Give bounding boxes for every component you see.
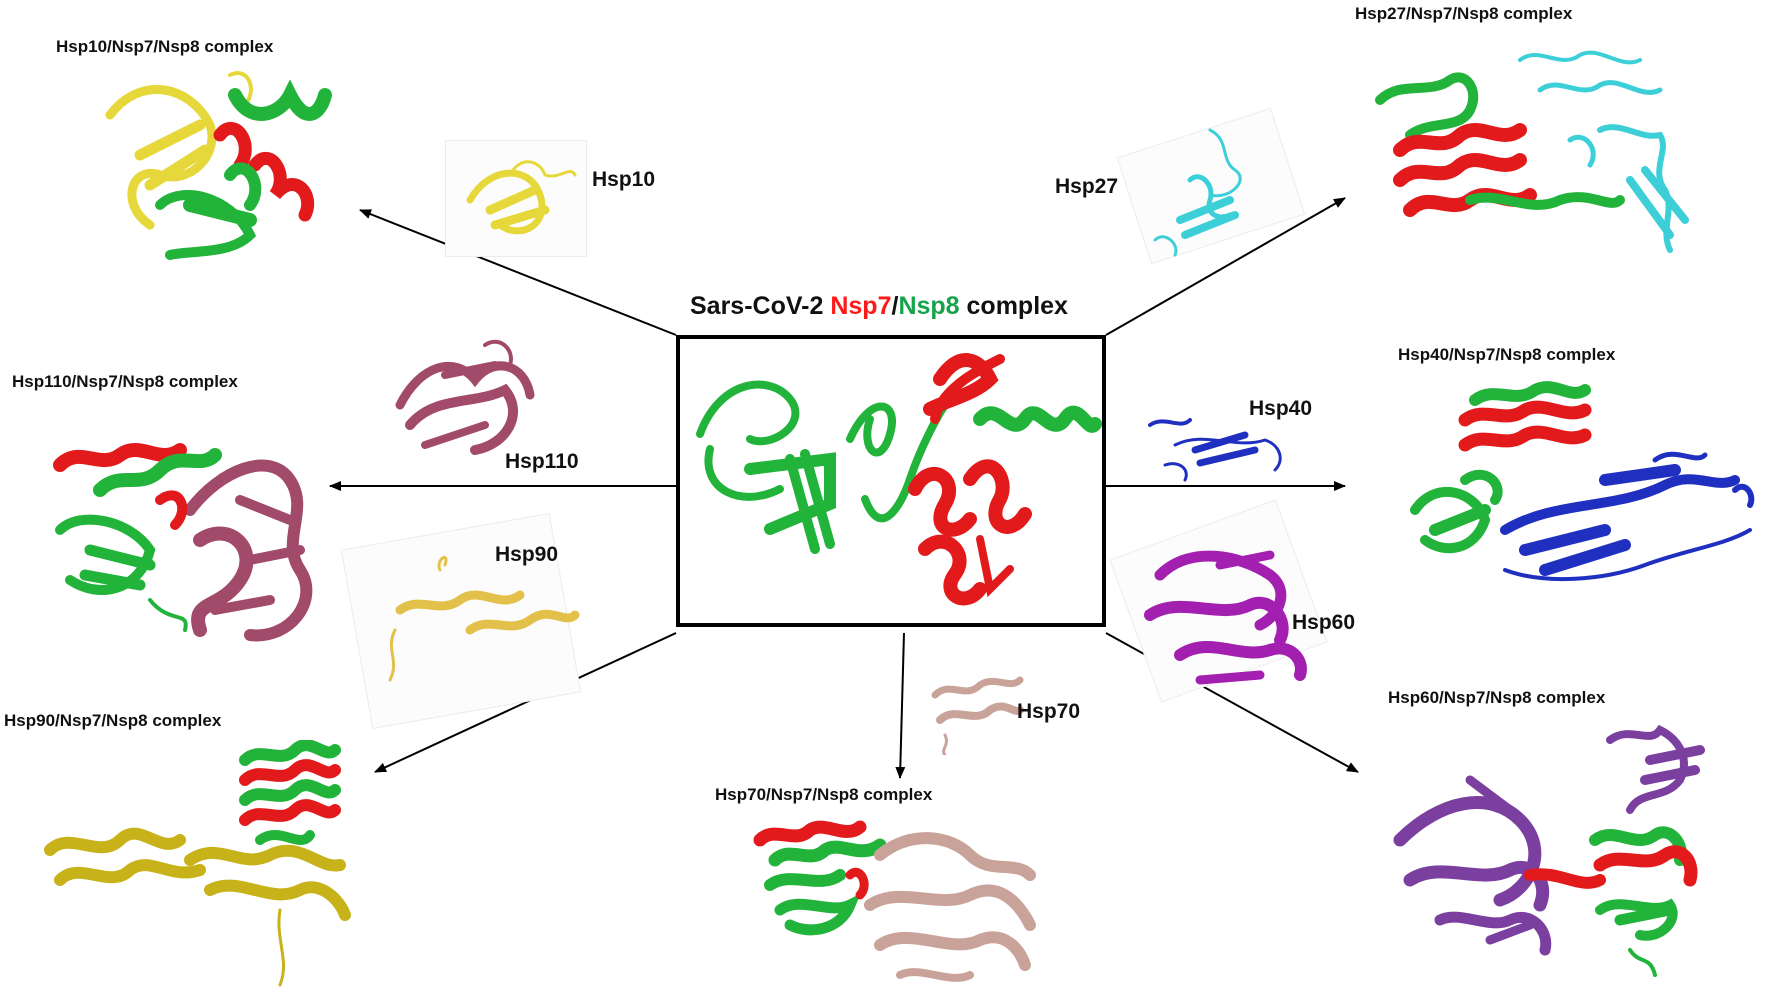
hsp10-complex-structure (105, 71, 332, 260)
hsp27-complex-structure (1375, 50, 1689, 253)
hsp10-label: Hsp10 (592, 168, 656, 191)
nsp7-chain (908, 353, 1032, 606)
hsp110-complex-label: Hsp110/Nsp7/Nsp8 complex (12, 372, 238, 391)
center-title-prefix: Sars-CoV-2 (690, 292, 831, 320)
center-title-nsp8: Nsp8 (898, 292, 960, 320)
hsp60-complex-label: Hsp60/Nsp7/Nsp8 complex (1388, 688, 1606, 707)
hsp27-structure (1153, 128, 1242, 257)
nsp8-chain (696, 380, 1102, 554)
hsp90-label: Hsp90 (495, 543, 559, 566)
nsp7-nsp8-structure (696, 353, 1102, 606)
hsp70-complex-label: Hsp70/Nsp7/Nsp8 complex (715, 785, 933, 804)
arrow-to-hsp90-complex (374, 632, 677, 773)
hsp90-complex-structure (44, 740, 351, 987)
arrow-to-hsp27-complex (1105, 197, 1346, 336)
hsp40-complex-label: Hsp40/Nsp7/Nsp8 complex (1398, 345, 1616, 364)
hsp60-structure (1144, 550, 1307, 685)
arrow-to-hsp10-complex (359, 209, 677, 336)
hsp70-complex-structure (753, 820, 1036, 982)
nsp7-nsp8-structure-box (676, 335, 1106, 627)
arrow-to-hsp70-complex (895, 632, 906, 779)
hsp110-structure (395, 339, 535, 455)
hsp10-structure (466, 160, 577, 235)
hsp90-structure (388, 555, 580, 682)
hsp70-structure (931, 676, 1024, 755)
hsp70-label: Hsp70 (1017, 700, 1081, 723)
center-title-suffix: complex (959, 292, 1068, 320)
hsp27-label: Hsp27 (1055, 175, 1119, 198)
center-title: Sars-CoV-2 Nsp7/Nsp8 complex (690, 292, 1068, 321)
hsp40-structure (1148, 418, 1282, 482)
hsp27-complex-label: Hsp27/Nsp7/Nsp8 complex (1355, 4, 1573, 23)
hsp110-label: Hsp110 (505, 450, 579, 473)
center-title-nsp7: Nsp7 (830, 292, 892, 320)
hsp60-complex-structure (1393, 724, 1705, 977)
hsp40-label: Hsp40 (1249, 397, 1313, 420)
center-title-slash: / (891, 292, 899, 320)
hsp90-complex-label: Hsp90/Nsp7/Nsp8 complex (4, 711, 222, 730)
hsp10-complex-label: Hsp10/Nsp7/Nsp8 complex (56, 37, 274, 56)
hsp110-complex-structure (53, 443, 313, 642)
hsp60-label: Hsp60 (1292, 611, 1356, 634)
hsp40-complex-structure (1410, 381, 1755, 582)
